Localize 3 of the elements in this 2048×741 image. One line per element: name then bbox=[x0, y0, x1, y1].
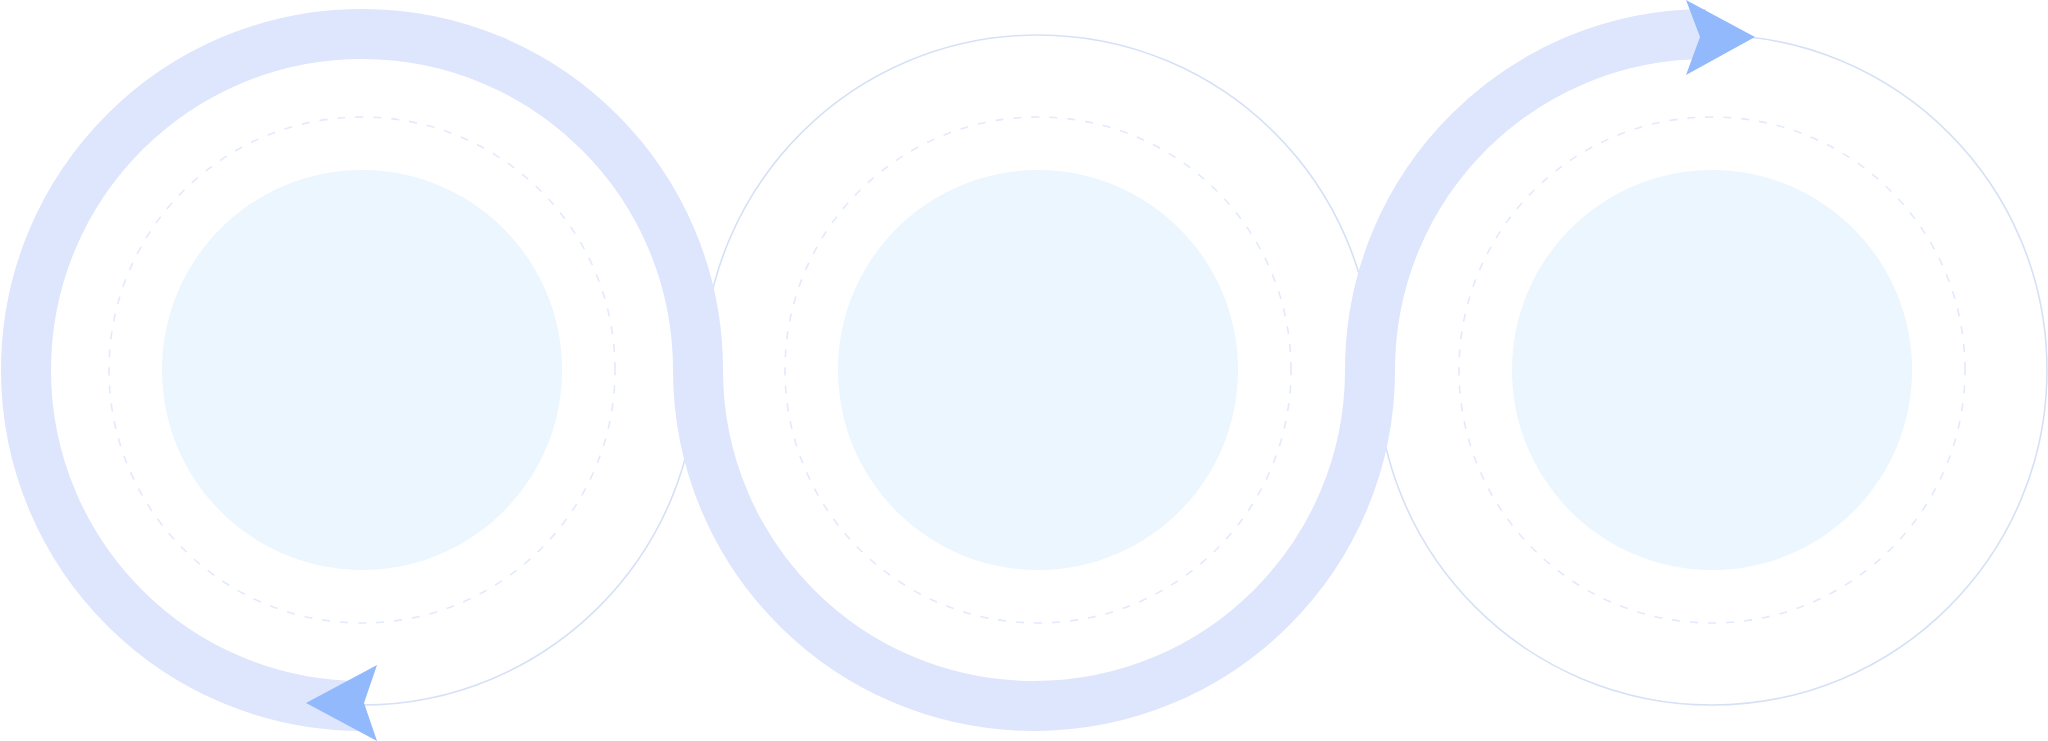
inner-circle bbox=[1512, 170, 1912, 570]
inner-circle bbox=[838, 170, 1238, 570]
inner-circle bbox=[162, 170, 562, 570]
